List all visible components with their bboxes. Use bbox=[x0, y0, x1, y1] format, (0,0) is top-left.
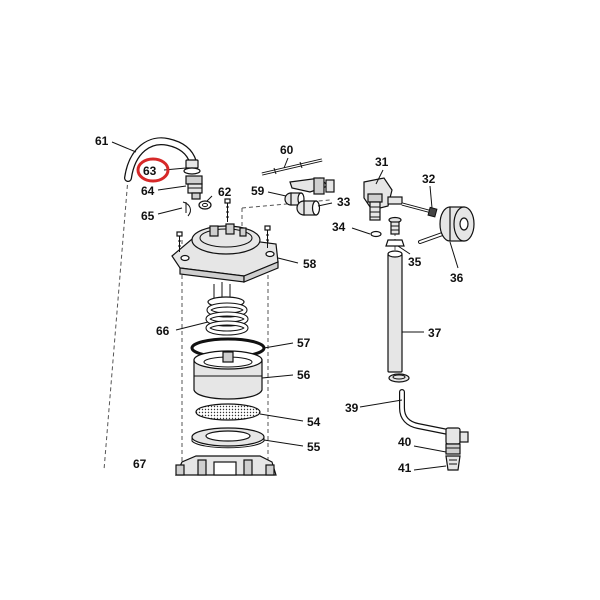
flange-bolts[interactable] bbox=[176, 198, 271, 252]
callout-60[interactable]: 60 bbox=[280, 143, 294, 157]
part-41-tip[interactable] bbox=[445, 455, 461, 471]
callout-39[interactable]: 39 bbox=[345, 401, 359, 415]
callout-63[interactable]: 63 bbox=[143, 164, 157, 178]
callout-65[interactable]: 65 bbox=[141, 209, 155, 223]
callout-56[interactable]: 56 bbox=[297, 368, 311, 382]
callout-61[interactable]: 61 bbox=[95, 134, 109, 148]
leader-lines bbox=[111, 141, 459, 471]
part-67-group-body[interactable] bbox=[175, 455, 277, 476]
part-37-steam-tube[interactable] bbox=[387, 250, 410, 383]
part-66-heating-element[interactable] bbox=[205, 282, 249, 336]
part-61-bent-tube[interactable] bbox=[124, 137, 197, 182]
callout-31[interactable]: 31 bbox=[375, 155, 389, 169]
callout-41[interactable]: 41 bbox=[398, 461, 412, 475]
part-55-seal-ring[interactable] bbox=[191, 427, 265, 449]
part-33-cap[interactable] bbox=[296, 200, 321, 216]
callout-37[interactable]: 37 bbox=[428, 326, 442, 340]
assembly-guide-lines bbox=[103, 177, 396, 471]
callout-54[interactable]: 54 bbox=[307, 415, 321, 429]
callout-66[interactable]: 66 bbox=[156, 324, 170, 338]
callout-55[interactable]: 55 bbox=[307, 440, 321, 454]
callout-40[interactable]: 40 bbox=[398, 435, 412, 449]
part-65-clip[interactable] bbox=[182, 201, 191, 217]
part-32-screw[interactable] bbox=[401, 202, 438, 218]
callout-32[interactable]: 32 bbox=[422, 172, 436, 186]
part-58-boiler-flange[interactable] bbox=[171, 223, 279, 283]
part-39-steam-wand[interactable] bbox=[399, 389, 451, 435]
part-31-valve-body[interactable] bbox=[363, 177, 403, 221]
part-36-steam-knob[interactable] bbox=[418, 206, 475, 244]
callout-35[interactable]: 35 bbox=[408, 255, 422, 269]
steam-valve-bracket[interactable] bbox=[289, 177, 335, 195]
callout-67[interactable]: 67 bbox=[133, 457, 147, 471]
part-60-rod[interactable] bbox=[261, 158, 323, 176]
part-40-wand-nozzle[interactable] bbox=[445, 427, 469, 455]
callout-33[interactable]: 33 bbox=[337, 195, 351, 209]
callout-59[interactable]: 59 bbox=[251, 184, 265, 198]
part-35-fitting[interactable] bbox=[385, 216, 405, 247]
part-56-boiler-body[interactable] bbox=[193, 350, 263, 400]
callout-labels: 61 63 64 65 62 60 59 33 31 32 34 35 36 5… bbox=[95, 134, 464, 475]
part-59-knob[interactable] bbox=[284, 192, 305, 206]
part-62-washer[interactable] bbox=[198, 200, 212, 210]
callout-58[interactable]: 58 bbox=[303, 257, 317, 271]
callout-36[interactable]: 36 bbox=[450, 271, 464, 285]
highlight-ring-63 bbox=[136, 157, 170, 183]
part-63-fitting[interactable] bbox=[183, 159, 201, 175]
part-34-o-ring[interactable] bbox=[370, 230, 382, 238]
callout-62[interactable]: 62 bbox=[218, 185, 232, 199]
callout-64[interactable]: 64 bbox=[141, 184, 155, 198]
part-64-connector[interactable] bbox=[185, 175, 203, 200]
part-54-filter-screen[interactable] bbox=[195, 403, 261, 421]
callout-57[interactable]: 57 bbox=[297, 336, 311, 350]
callout-34[interactable]: 34 bbox=[332, 220, 346, 234]
